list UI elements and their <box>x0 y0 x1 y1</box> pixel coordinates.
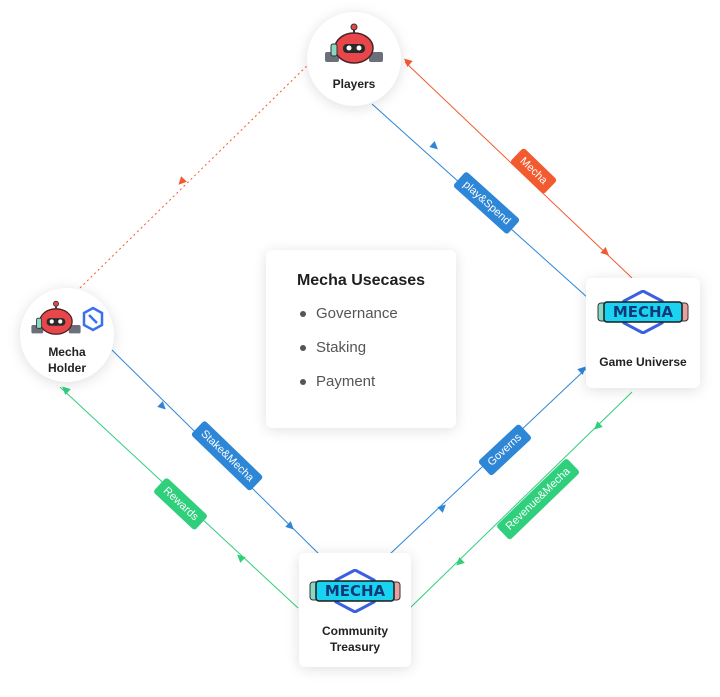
mecha-logo-icon: MECHA <box>597 290 689 334</box>
arrow-head <box>237 554 246 563</box>
players-label: Players <box>332 77 376 91</box>
arrow-head <box>178 176 187 185</box>
community-treasury-label: Community Treasury <box>322 624 388 654</box>
usecases-title: Mecha Usecases <box>296 272 426 289</box>
mecha-logo-icon: MECHA <box>309 569 401 613</box>
arrow-head <box>594 421 603 430</box>
robot-mascot-icon <box>325 23 383 64</box>
usecase-item-staking: Staking <box>300 338 456 372</box>
arrow-head <box>577 366 586 375</box>
players-node: Players <box>307 12 401 106</box>
mecha-holder-label: Mecha Holder <box>47 345 86 375</box>
usecases-list: Governance Staking Payment <box>266 304 456 406</box>
arrow-head <box>429 141 438 150</box>
game-universe-node: MECHA Game Universe <box>586 278 700 388</box>
arrow-head <box>157 401 166 410</box>
holder-to-players-dotted-line <box>79 54 319 289</box>
arrow-head <box>404 58 413 67</box>
arrow-head <box>285 521 294 530</box>
arrow-head <box>62 386 71 395</box>
mecha-logo-text: MECHA <box>613 303 674 321</box>
usecase-item-governance: Governance <box>300 304 456 338</box>
arrow-head <box>600 247 609 256</box>
game-universe-label: Game Universe <box>599 355 687 369</box>
arrow-head <box>437 504 446 513</box>
arrow-head <box>456 557 465 566</box>
community-treasury-node: MECHA Community Treasury <box>299 553 411 667</box>
robot-mascot-icon <box>31 300 81 335</box>
mecha-holder-node: Mecha Holder <box>20 288 114 382</box>
mecha-logo-text: MECHA <box>325 582 386 600</box>
usecase-item-payment: Payment <box>300 372 456 406</box>
chain-link-icon <box>82 306 104 332</box>
usecases-card: Mecha Usecases Governance Staking Paymen… <box>266 250 456 428</box>
